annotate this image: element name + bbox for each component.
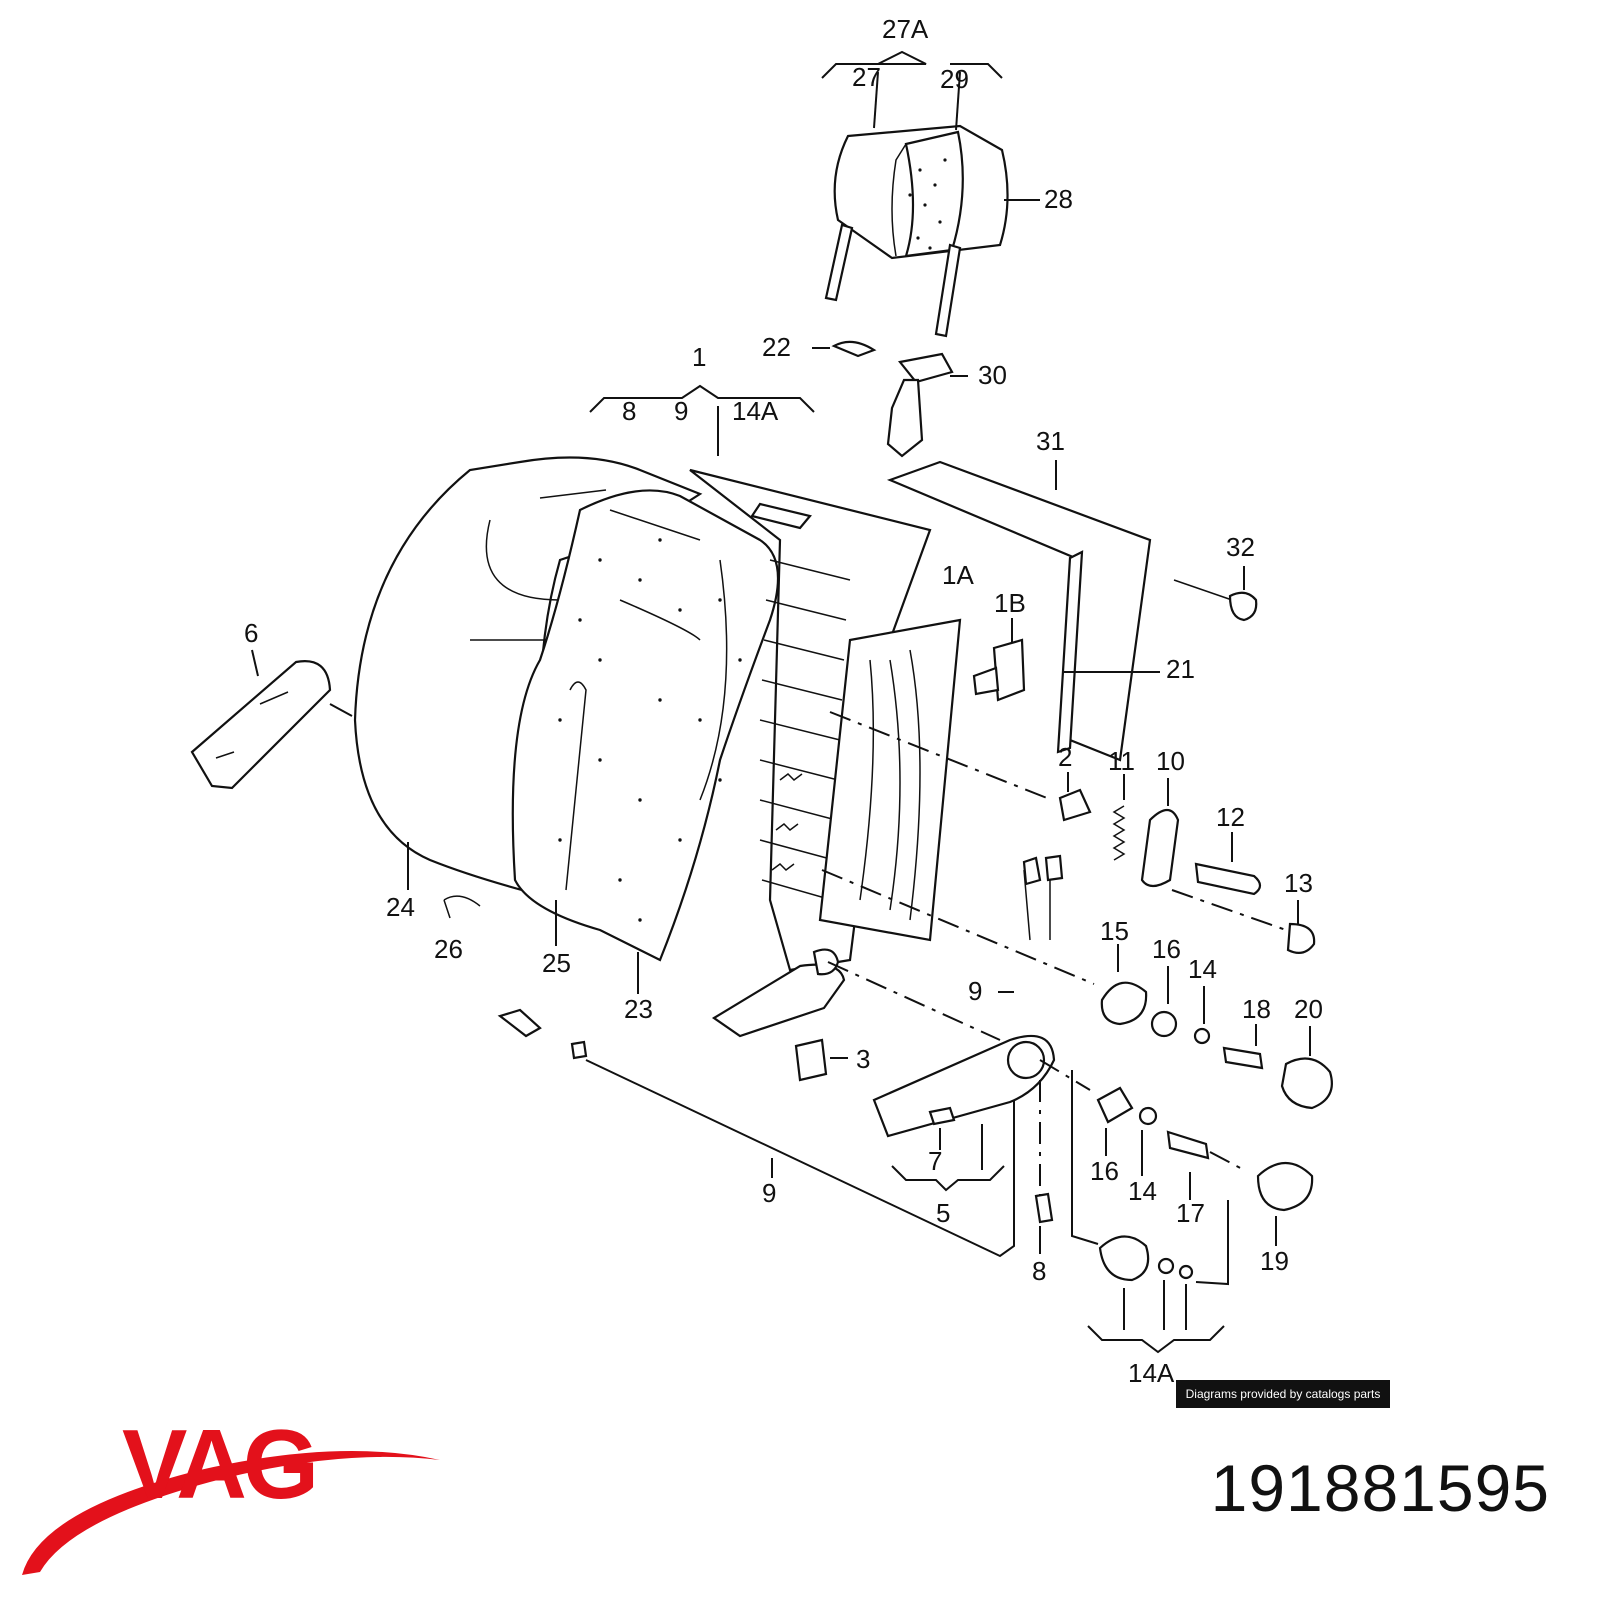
callout-8-bottom: 8 xyxy=(1032,1256,1046,1286)
backrest-foam-pad xyxy=(511,489,780,962)
callout-2: 2 xyxy=(1058,742,1072,772)
part-number: 191881595 xyxy=(1210,1451,1550,1525)
callout-29: 29 xyxy=(940,64,969,94)
callout-3: 3 xyxy=(856,1044,870,1074)
release-cable xyxy=(497,854,1064,1258)
callout-10: 10 xyxy=(1156,746,1185,776)
leaders-left xyxy=(407,842,639,994)
callout-14-lower: 14 xyxy=(1128,1176,1157,1206)
callout-9-bottom: 9 xyxy=(762,1178,776,1208)
headrest-fabric-texture xyxy=(908,158,947,250)
release-lever xyxy=(190,649,353,790)
callout-17: 17 xyxy=(1176,1198,1205,1228)
clip-1B xyxy=(972,618,1160,702)
callout-14A-top: 14A xyxy=(732,396,779,426)
hinge-bracket xyxy=(711,948,848,1082)
callout-9-top: 9 xyxy=(674,396,688,426)
callout-19: 19 xyxy=(1260,1246,1289,1276)
callout-14A-bottom: 14A xyxy=(1128,1358,1175,1388)
callout-14-upper: 14 xyxy=(1188,954,1217,984)
callout-11: 11 xyxy=(1108,746,1135,776)
side-panel xyxy=(818,460,1152,942)
callout-26: 26 xyxy=(434,934,463,964)
callout-13: 13 xyxy=(1284,868,1313,898)
bolt-32 xyxy=(1173,566,1258,622)
bracket-1 xyxy=(589,384,815,456)
foam-texture xyxy=(558,538,742,922)
callout-7: 7 xyxy=(928,1146,942,1176)
callout-22: 22 xyxy=(762,332,791,362)
callout-27: 27 xyxy=(852,62,881,92)
callout-1B: 1B xyxy=(994,588,1026,618)
callout-20: 20 xyxy=(1294,994,1323,1024)
callout-24: 24 xyxy=(386,892,415,922)
headrest-guide xyxy=(812,340,968,458)
callout-12: 12 xyxy=(1216,802,1245,832)
callout-27A: 27A xyxy=(882,14,929,44)
callout-16-upper: 16 xyxy=(1152,934,1181,964)
callout-28: 28 xyxy=(1044,184,1073,214)
diagram-credit: Diagrams provided by catalogs parts xyxy=(1176,1380,1390,1408)
callout-1: 1 xyxy=(692,342,706,372)
headrest xyxy=(821,50,1040,338)
callout-15: 15 xyxy=(1100,916,1129,946)
callout-16-lower: 16 xyxy=(1090,1156,1119,1186)
vag-logo-text: VAG xyxy=(122,1409,315,1519)
recliner-arm xyxy=(827,961,1056,1192)
callout-1A: 1A xyxy=(942,560,974,590)
callout-5: 5 xyxy=(936,1198,950,1228)
callout-8-top: 8 xyxy=(622,396,636,426)
callout-9-mid: 9 xyxy=(968,976,982,1006)
callouts: 27A 27 29 28 22 30 1 8 9 14A 31 32 1A 1B… xyxy=(244,14,1323,1388)
callout-6: 6 xyxy=(244,618,258,648)
vag-logo: VAG xyxy=(22,1409,440,1575)
callout-30: 30 xyxy=(978,360,1007,390)
callout-23: 23 xyxy=(624,994,653,1024)
callout-25: 25 xyxy=(542,948,571,978)
adjuster-parts xyxy=(821,869,1333,1246)
callout-21: 21 xyxy=(1166,654,1195,684)
hardware-right-upper xyxy=(829,711,1316,955)
callout-32: 32 xyxy=(1226,532,1255,562)
callout-18: 18 xyxy=(1242,994,1271,1024)
callout-31: 31 xyxy=(1036,426,1065,456)
lower-hardware xyxy=(1034,1070,1229,1354)
